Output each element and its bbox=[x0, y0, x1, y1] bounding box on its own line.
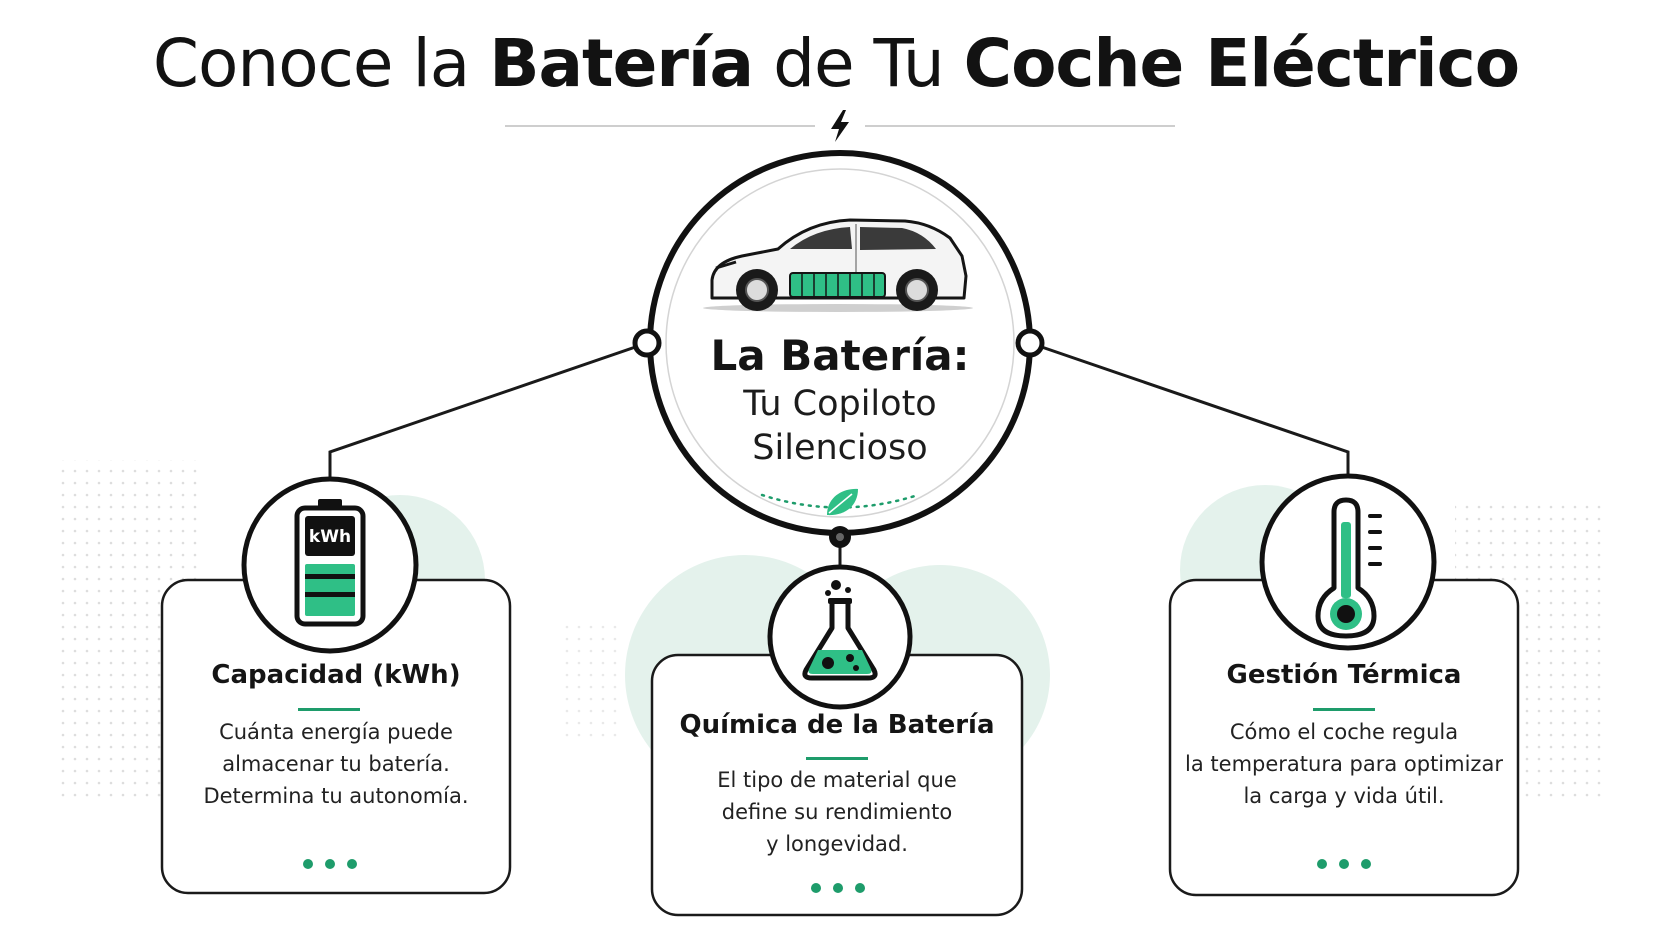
card-thermal-title: Gestión Térmica bbox=[1226, 660, 1462, 690]
node-right bbox=[1015, 328, 1045, 358]
card-chemistry-line-1: El tipo de material que bbox=[717, 768, 957, 792]
card-chemistry-title: Química de la Batería bbox=[679, 710, 995, 740]
card-thermal-line-3: la carga y vida útil. bbox=[1243, 784, 1445, 808]
lightning-bolt-icon bbox=[831, 110, 849, 142]
card-chemistry-line-3: y longevidad. bbox=[766, 832, 908, 856]
card-thermal-text: Gestión Térmica Cómo el coche regula la … bbox=[1170, 658, 1518, 812]
card-capacity-line-2: almacenar tu batería. bbox=[222, 752, 450, 776]
title-part-1: Conoce la bbox=[152, 25, 490, 102]
underline-capacity bbox=[298, 708, 360, 711]
card-capacity-text: Capacidad (kWh) Cuánta energía puede alm… bbox=[162, 658, 510, 812]
underline-chemistry bbox=[806, 757, 868, 760]
hub-subtitle-line-1: Tu Copiloto bbox=[743, 384, 937, 424]
page-title: Conoce la Batería de Tu Coche Eléctrico bbox=[0, 22, 1672, 106]
card-capacity-title: Capacidad (kWh) bbox=[211, 660, 461, 690]
card-chemistry-description: El tipo de material que define su rendim… bbox=[652, 764, 1022, 860]
card-chemistry-text: Química de la Batería El tipo de materia… bbox=[652, 708, 1022, 860]
thermometer-icon bbox=[1315, 497, 1382, 639]
card-thermal-line-1: Cómo el coche regula bbox=[1229, 720, 1459, 744]
card-capacity-line-1: Cuánta energía puede bbox=[219, 720, 453, 744]
title-part-2: Batería bbox=[489, 25, 754, 102]
card-capacity-description: Cuánta energía puede almacenar tu baterí… bbox=[162, 716, 510, 812]
card-chemistry-line-2: define su rendimiento bbox=[721, 800, 953, 824]
dots-chemistry bbox=[811, 883, 865, 893]
flask-icon bbox=[802, 580, 878, 681]
car-icon bbox=[703, 218, 973, 312]
underline-thermal bbox=[1313, 708, 1375, 711]
dots-thermal bbox=[1317, 859, 1371, 869]
node-left bbox=[632, 328, 662, 358]
node-bottom-core bbox=[836, 533, 844, 541]
leaf-icon bbox=[827, 488, 858, 516]
title-part-3: de Tu bbox=[753, 25, 964, 102]
hub-inner-ring bbox=[665, 168, 1015, 518]
battery-kwh-label: kWh bbox=[308, 527, 352, 547]
connector-left bbox=[328, 341, 648, 478]
battery-icon bbox=[294, 499, 366, 627]
dot-pattern-center bbox=[560, 620, 620, 740]
card-capacity-line-3: Determina tu autonomía. bbox=[203, 784, 469, 808]
hub-subtitle-line-2: Silencioso bbox=[752, 428, 928, 468]
title-part-4: Coche Eléctrico bbox=[963, 25, 1520, 102]
hub-heading: La Batería: bbox=[710, 331, 970, 380]
card-thermal-line-2: la temperatura para optimizar bbox=[1185, 752, 1503, 776]
connector-right bbox=[1029, 341, 1350, 478]
hub-text: La Batería: Tu Copiloto Silencioso bbox=[640, 330, 1040, 470]
dots-capacity bbox=[303, 859, 357, 869]
card-thermal-description: Cómo el coche regula la temperatura para… bbox=[1170, 716, 1518, 812]
